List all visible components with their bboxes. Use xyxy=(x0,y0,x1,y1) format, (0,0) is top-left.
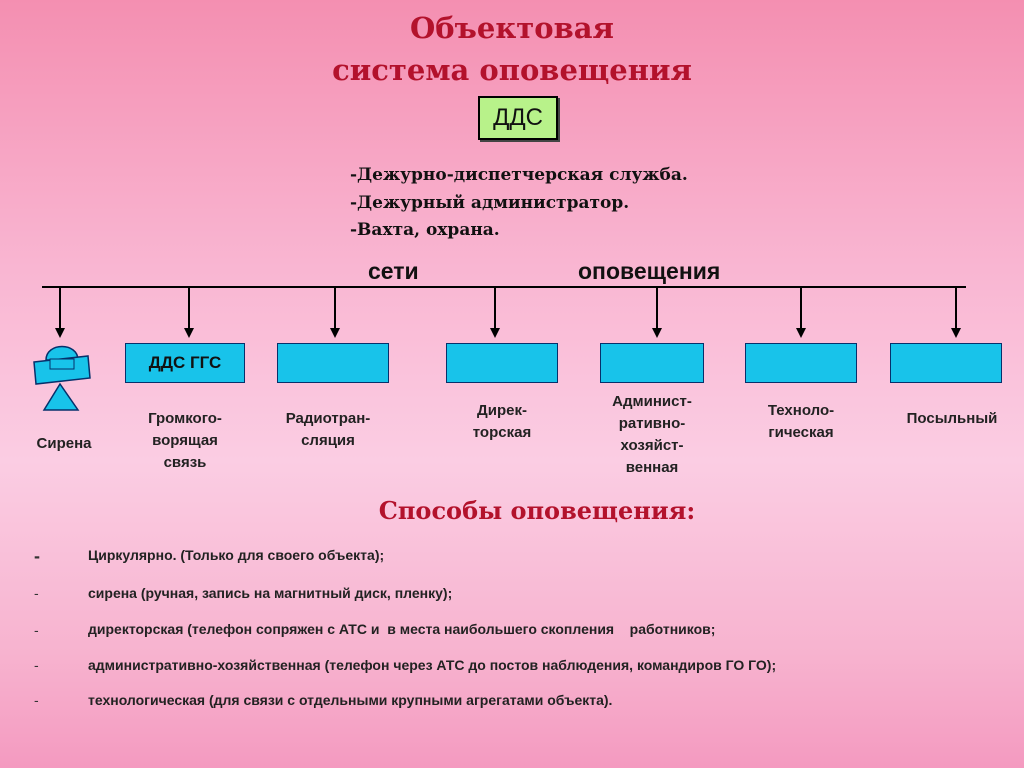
node-label-admin: Админист- ративно- хозяйст- венная xyxy=(612,393,692,476)
node-box-ggs: ДДС ГГС xyxy=(125,343,245,383)
role-item: -Дежурный администратор. xyxy=(350,193,630,213)
methods-title: Способы оповещения: xyxy=(378,496,696,525)
node-label-radio: Радиотран- сляция xyxy=(285,410,371,449)
drop-line-radio xyxy=(334,287,336,331)
siren-icon xyxy=(33,345,91,411)
arrow-down-icon xyxy=(490,328,500,338)
bullet-dash: - xyxy=(34,692,39,708)
role-item: -Дежурно-диспетчерская служба. xyxy=(350,165,688,185)
node-label-courier: Посыльный xyxy=(906,410,998,427)
method-item: директорская (телефон сопряжен с АТС и в… xyxy=(88,621,716,637)
node-box-director xyxy=(446,343,558,383)
node-box-radio xyxy=(277,343,389,383)
node-box-tech xyxy=(745,343,857,383)
title-line-2: система оповещения xyxy=(332,53,692,87)
dds-top-node: ДДС xyxy=(478,96,558,140)
method-item: сирена (ручная, запись на магнитный диск… xyxy=(88,585,453,601)
node-label-tech: Техноло- гическая xyxy=(767,402,835,441)
node-box-admin xyxy=(600,343,704,383)
drop-line-courier xyxy=(955,287,957,331)
network-label-right: оповещения xyxy=(578,258,721,284)
method-item: технологическая (для связи с отдельными … xyxy=(88,692,613,708)
role-item: -Вахта, охрана. xyxy=(350,220,500,240)
node-label-ggs: Громкого- ворящая связь xyxy=(148,410,222,471)
arrow-down-icon xyxy=(652,328,662,338)
drop-line-ggs xyxy=(188,287,190,331)
arrow-down-icon xyxy=(55,328,65,338)
drop-line-siren xyxy=(59,287,61,331)
arrow-down-icon xyxy=(184,328,194,338)
method-item: административно-хозяйственная (телефон ч… xyxy=(88,657,777,673)
node-label-director: Дирек- торская xyxy=(472,402,532,441)
method-item: Циркулярно. (Только для своего объекта); xyxy=(88,547,385,563)
title-line-1: Объектовая xyxy=(410,11,614,45)
network-bus-line xyxy=(42,286,966,288)
drop-line-director xyxy=(494,287,496,331)
drop-line-admin xyxy=(656,287,658,331)
arrow-down-icon xyxy=(951,328,961,338)
node-label-siren: Сирена xyxy=(36,435,92,452)
bullet-dash: - xyxy=(34,622,39,638)
bullet-dash: - xyxy=(34,546,40,566)
arrow-down-icon xyxy=(330,328,340,338)
drop-line-tech xyxy=(800,287,802,331)
node-box-courier xyxy=(890,343,1002,383)
bullet-dash: - xyxy=(34,657,39,673)
network-label-left: сети xyxy=(368,258,419,284)
arrow-down-icon xyxy=(796,328,806,338)
bullet-dash: - xyxy=(34,585,39,601)
